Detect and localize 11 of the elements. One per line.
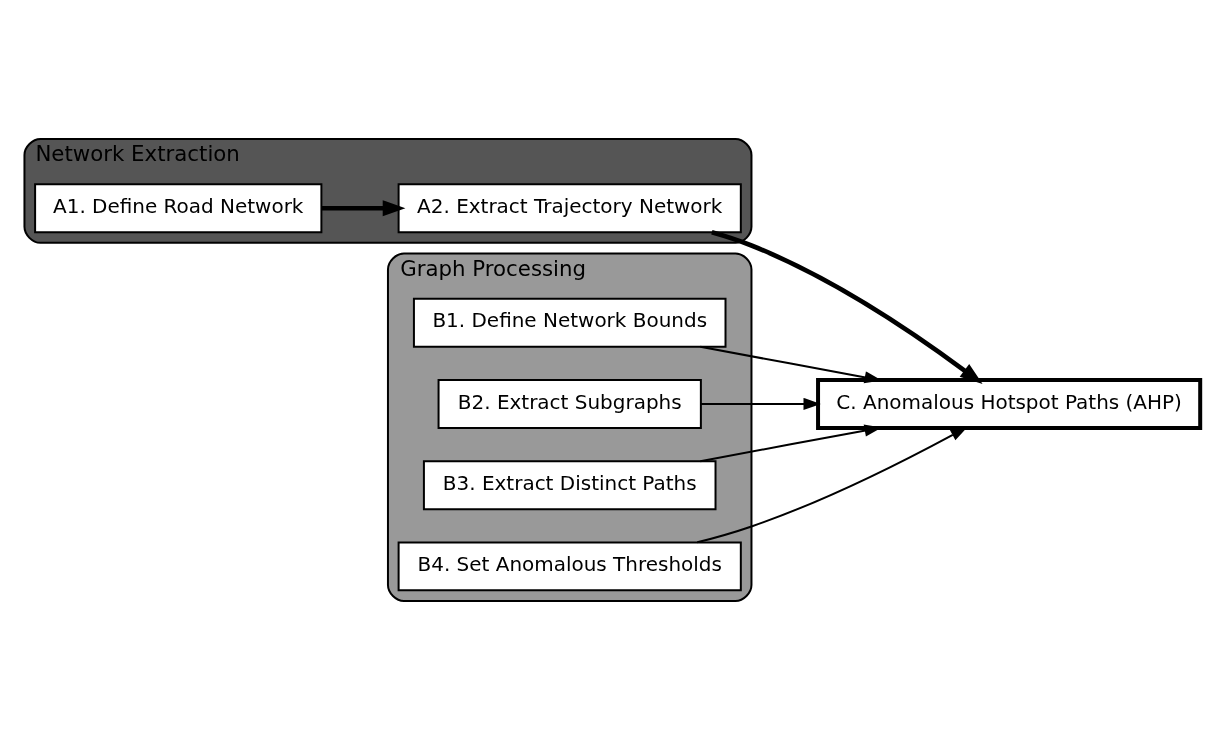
node-box: B2. Extract Subgraphs: [437, 379, 702, 429]
node-box: A1. Define Road Network: [34, 183, 323, 234]
node-box: B4. Set Anomalous Thresholds: [397, 541, 742, 592]
node-box: C. Anomalous Hotspot Paths (AHP): [816, 378, 1203, 430]
arrow: [321, 200, 406, 217]
node-box: B1. Define Network Bounds: [412, 297, 727, 348]
arrow: [711, 230, 983, 385]
node-box: B3. Extract Distinct Paths: [422, 460, 717, 511]
arrow: [699, 397, 821, 410]
arrow: [696, 426, 968, 544]
node-box: A2. Extract Trajectory Network: [397, 183, 742, 234]
